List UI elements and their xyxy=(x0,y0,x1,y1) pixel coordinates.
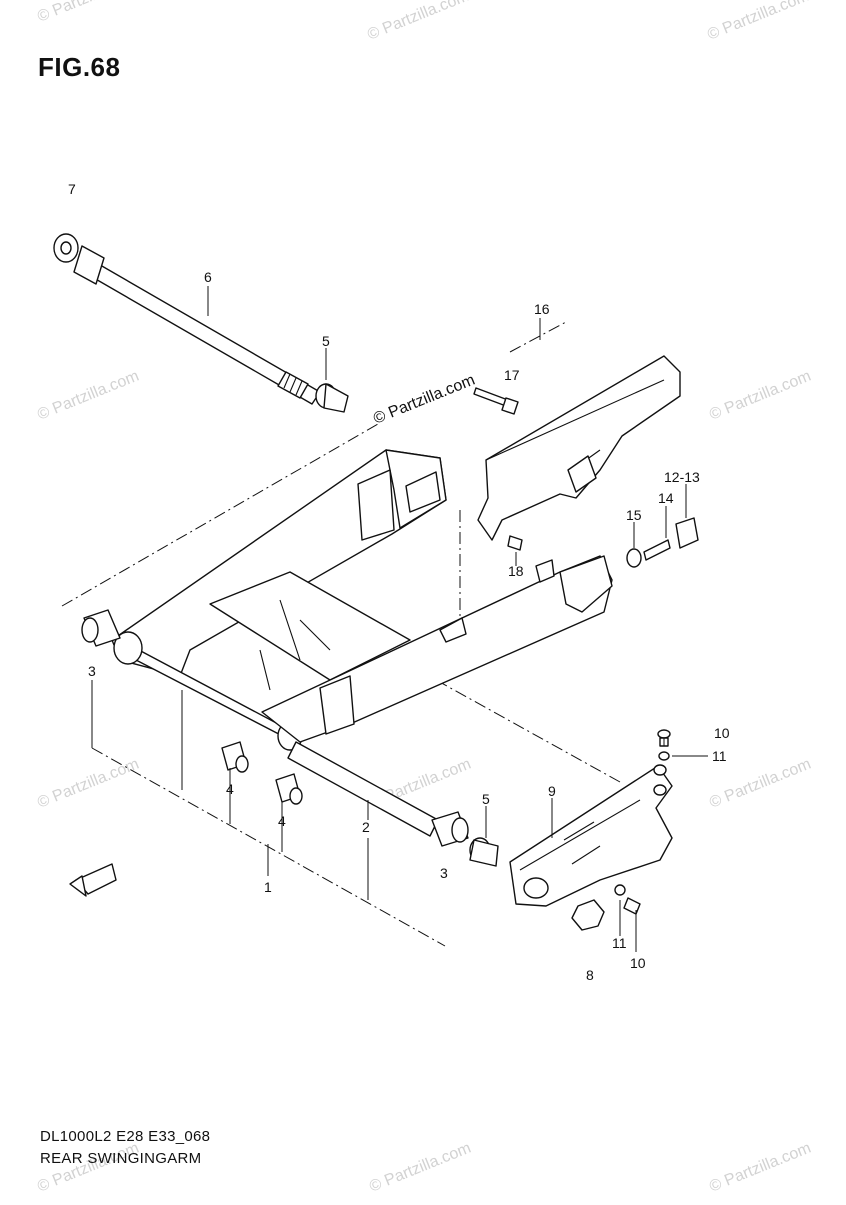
watermark: © Partzilla.com xyxy=(707,1140,813,1196)
callout-2: 2 xyxy=(362,819,370,835)
callout-10-lower: 10 xyxy=(630,955,646,971)
callout-16: 16 xyxy=(534,301,550,317)
callout-14: 14 xyxy=(658,490,674,506)
collar-upper xyxy=(315,383,349,413)
callout-4-left: 4 xyxy=(226,781,234,797)
callout-5-upper: 5 xyxy=(322,333,330,349)
callout-11-lower: 11 xyxy=(612,935,627,951)
callout-7: 7 xyxy=(68,181,76,197)
front-arrow-icon xyxy=(69,863,117,897)
figure-title: FIG.68 xyxy=(38,52,121,82)
screw-18 xyxy=(507,535,523,551)
callout-17: 17 xyxy=(504,367,520,383)
watermark: © Partzilla.com xyxy=(365,0,471,44)
swingarm xyxy=(111,449,613,751)
callout-5-lower: 5 xyxy=(482,791,490,807)
watermark: © Partzilla.com xyxy=(705,0,811,44)
bearing-left xyxy=(81,609,121,647)
callout-4-right: 4 xyxy=(278,813,286,829)
watermark: © Partzilla.com xyxy=(35,756,141,812)
callout-1: 1 xyxy=(264,879,272,895)
pivot-shaft xyxy=(53,233,321,405)
chain-adjuster xyxy=(509,764,673,907)
chain-cover xyxy=(477,355,681,541)
bearing-right xyxy=(431,811,499,867)
watermark: © Partzilla.com xyxy=(35,1140,141,1196)
leader-lines xyxy=(91,286,708,952)
watermark: © Partzilla.com xyxy=(35,368,141,424)
callout-10-upper: 10 xyxy=(714,725,730,741)
watermark-layer: © Partzilla.com © Partzilla.com © Partzi… xyxy=(35,0,813,1196)
callout-11-upper: 11 xyxy=(712,748,727,764)
adjuster-hardware xyxy=(571,729,671,931)
callout-3-left: 3 xyxy=(88,663,96,679)
callout-9: 9 xyxy=(548,783,556,799)
watermark: © Partzilla.com xyxy=(367,1140,473,1196)
pivot-tube xyxy=(287,741,439,837)
watermark: © Partzilla.com xyxy=(35,0,141,26)
callout-8: 8 xyxy=(586,967,594,983)
callout-6: 6 xyxy=(204,269,212,285)
watermark: © Partzilla.com xyxy=(707,368,813,424)
callout-18: 18 xyxy=(508,563,524,579)
callout-3-right: 3 xyxy=(440,865,448,881)
watermark-dark: © Partzilla.com xyxy=(371,372,477,428)
diagram-name: REAR SWINGINGARM xyxy=(40,1150,202,1167)
callout-labels: 7 6 5 16 17 12-13 14 15 18 3 10 11 4 4 5… xyxy=(68,181,730,983)
rivet xyxy=(473,387,519,415)
bolt-hardware xyxy=(626,517,699,568)
callout-12-13: 12-13 xyxy=(664,469,700,485)
diagram-code: DL1000L2 E28 E33_068 xyxy=(40,1128,211,1145)
callout-15: 15 xyxy=(626,507,642,523)
bushing-pair xyxy=(221,741,303,805)
